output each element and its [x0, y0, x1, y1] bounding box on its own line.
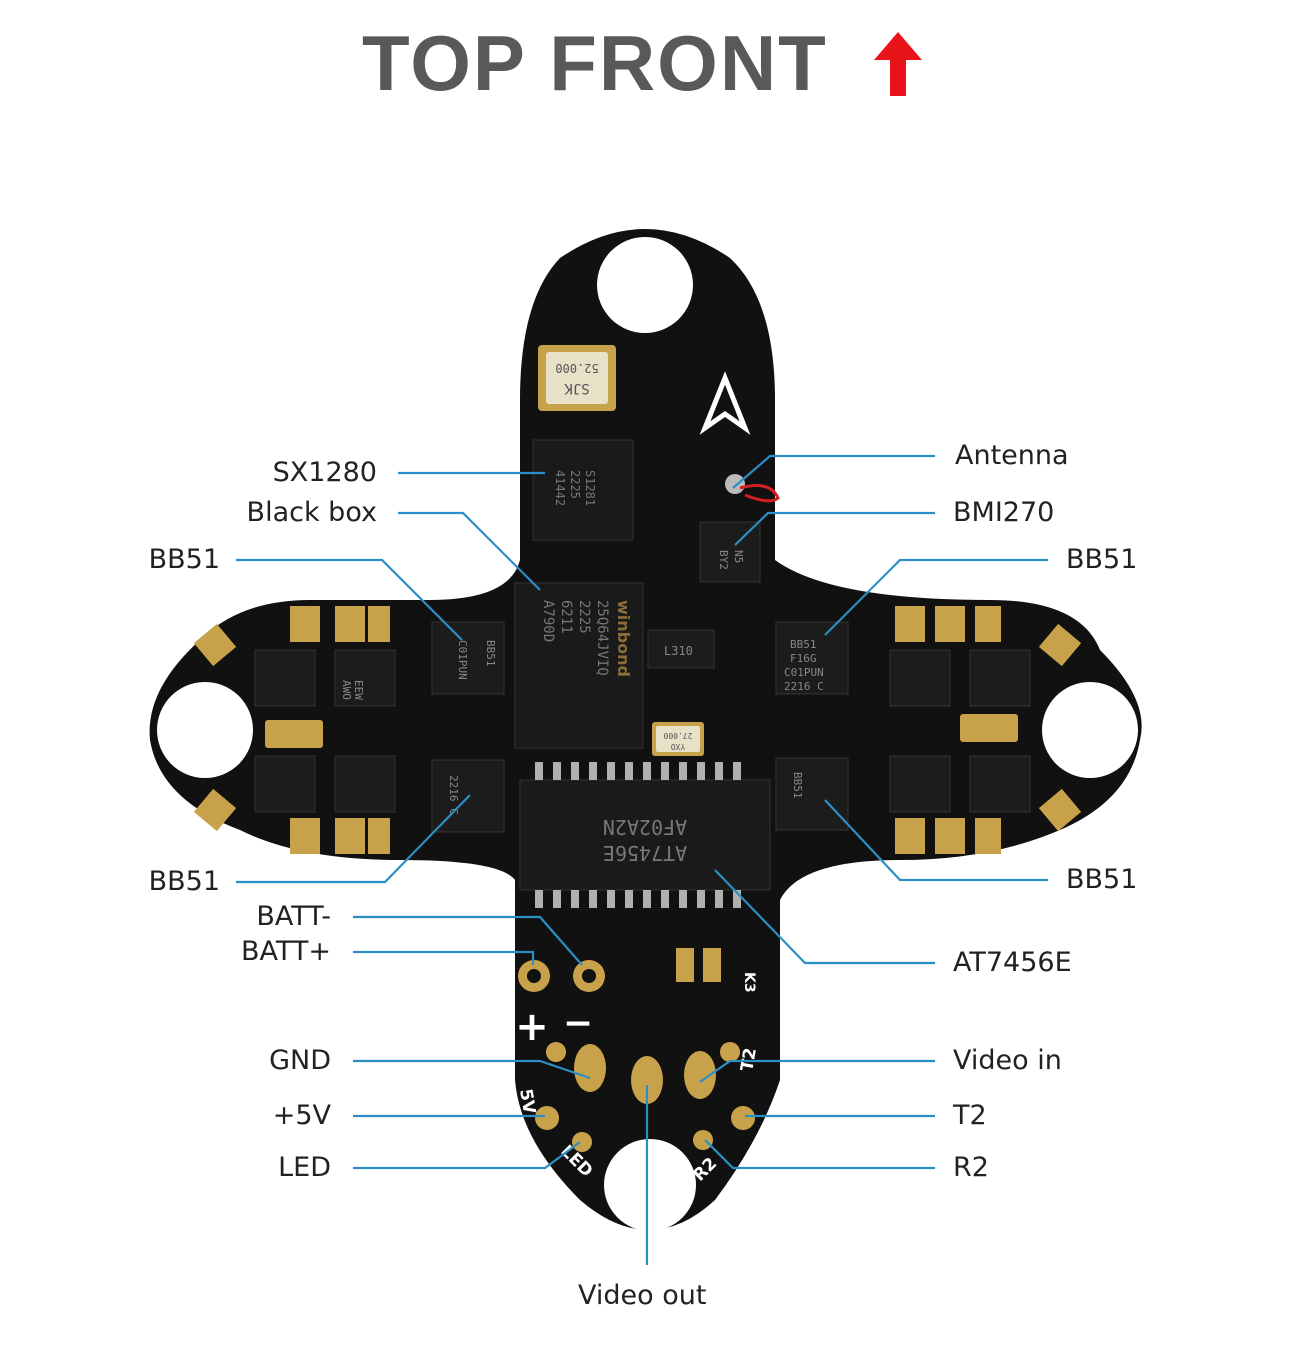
at7456e-chip: AF02A2N AT7456E [519, 762, 771, 908]
sx1281-chip: S1281 2225 41442 [532, 439, 634, 541]
label-bmi270: BMI270 [953, 497, 1055, 528]
svg-text:AT7456E: AT7456E [603, 841, 687, 865]
svg-text:A790D: A790D [540, 600, 556, 642]
crystal-label-top: 52.000 [555, 361, 598, 375]
crystal-label-bottom: SJK [564, 380, 590, 396]
svg-text:AF02A2N: AF02A2N [603, 815, 687, 839]
svg-text:S1281: S1281 [583, 470, 597, 506]
bmi270-chip: N5 BY2 [699, 521, 761, 583]
esc-chip-top-right: BB51 F16G C01PUN 2216 C [775, 621, 849, 695]
svg-text:YXO: YXO [671, 742, 686, 751]
svg-text:BB51: BB51 [484, 640, 497, 667]
mosfet-label: EEW [352, 680, 365, 700]
signal-pads [535, 948, 755, 1152]
pad-k3-label: K3 [741, 972, 757, 993]
pcb-outline [149, 229, 1142, 1231]
label-gnd: GND [269, 1045, 331, 1076]
svg-text:BY2: BY2 [717, 550, 730, 570]
label-led: LED [278, 1152, 331, 1183]
svg-text:winbond: winbond [614, 600, 633, 677]
label-bb51-top-left: BB51 [148, 544, 220, 575]
crystal-52mhz: 52.000 SJK [538, 345, 616, 411]
label-antenna: Antenna [955, 440, 1069, 471]
flash-chip: winbond 25Q64JVIQ 2225 6211 A790D [514, 582, 644, 749]
logo-mark [699, 371, 751, 435]
label-video-out: Video out [578, 1280, 707, 1311]
leader-lines [236, 454, 1048, 1265]
svg-text:C01PUN: C01PUN [784, 666, 824, 679]
svg-text:2225: 2225 [568, 470, 582, 499]
svg-text:25Q64JVIQ: 25Q64JVIQ [594, 600, 610, 676]
label-5v: +5V [272, 1100, 331, 1131]
label-batt-plus: BATT+ [240, 936, 331, 967]
svg-text:2216 C: 2216 C [784, 680, 824, 693]
pad-plus-label: + [515, 1004, 549, 1050]
antenna-connector [725, 474, 780, 503]
svg-text:C01PUN: C01PUN [456, 640, 469, 680]
label-bb51-bottom-left: BB51 [148, 866, 220, 897]
svg-text:6211: 6211 [558, 600, 574, 634]
svg-text:2216 C: 2216 C [447, 775, 460, 815]
label-at7456e: AT7456E [953, 947, 1072, 978]
page-title: TOP FRONT [362, 19, 828, 107]
power-pads: + − [515, 960, 605, 1050]
svg-text:F16G: F16G [790, 652, 817, 665]
pad-5v-label: 5V [515, 1087, 539, 1116]
esc-chip-bottom-right: BB51 [775, 757, 849, 831]
label-bb51-top-right: BB51 [1066, 544, 1138, 575]
svg-text:41442: 41442 [553, 470, 567, 506]
label-video-in: Video in [953, 1045, 1062, 1076]
svg-text:N5: N5 [732, 550, 745, 563]
label-batt-minus: BATT- [256, 901, 331, 932]
pad-minus-label: − [563, 1003, 593, 1044]
svg-text:2225: 2225 [576, 600, 592, 634]
mosfet-group [254, 649, 1031, 813]
svg-text:BB51: BB51 [790, 638, 817, 651]
svg-text:L310: L310 [664, 644, 693, 658]
mosfet-label: AWO [340, 680, 353, 700]
label-t2: T2 [953, 1100, 987, 1131]
label-bb51-bottom-right: BB51 [1066, 864, 1138, 895]
svg-text:27.000: 27.000 [663, 731, 692, 740]
pad-t2-label: T2 [737, 1046, 761, 1073]
up-arrow-icon [874, 32, 922, 96]
label-sx1280: SX1280 [272, 457, 377, 488]
motor-pads [193, 606, 1082, 854]
label-black-box: Black box [246, 497, 377, 528]
esc-chip-top-left: BB51 C01PUN [431, 621, 505, 695]
header: TOP FRONT [0, 18, 1309, 108]
ldo-regulator: L310 [647, 629, 715, 669]
crystal-27mhz: 27.000 YXO [652, 722, 704, 756]
svg-text:BB51: BB51 [791, 772, 804, 799]
label-r2: R2 [953, 1152, 989, 1183]
